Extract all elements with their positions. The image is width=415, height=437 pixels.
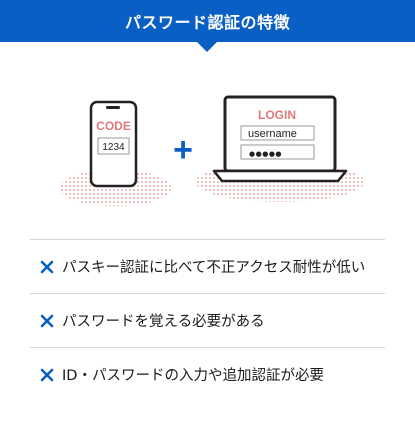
header-title: パスワード認証の特徴 [124,13,290,32]
cross-icon [40,314,54,327]
header-pointer [196,41,218,52]
feature-text: パスキー認証に比べて不正アクセス耐性が低い [62,260,366,276]
plus-icon: + [173,131,193,169]
smartphone-icon: CODE 1234 [89,100,138,188]
cross-icon [40,368,54,381]
header-banner: パスワード認証の特徴 [0,0,415,42]
phone-shadow [59,170,171,206]
phone-code-label: CODE [96,119,131,133]
laptop-icon: LOGIN username ●●●●● [212,95,348,183]
list-item: パスワードを覚える必要がある [30,293,385,347]
illustration: CODE 1234 + LOGIN username ●●●●● [59,95,364,206]
feature-text: パスワードを覚える必要がある [62,314,265,330]
list-item: パスキー認証に比べて不正アクセス耐性が低い [30,239,385,293]
feature-text: ID・パスワードの入力や追加認証が必要 [62,368,324,384]
laptop-password-field: ●●●●● [249,150,282,158]
laptop-login-label: LOGIN [258,108,296,122]
feature-list: パスキー認証に比べて不正アクセス耐性が低い パスワードを覚える必要がある ID・… [30,239,385,401]
phone-code-value: 1234 [102,142,125,153]
cross-icon [40,260,54,273]
list-item: ID・パスワードの入力や追加認証が必要 [30,347,385,401]
laptop-username-field: username [248,128,297,140]
